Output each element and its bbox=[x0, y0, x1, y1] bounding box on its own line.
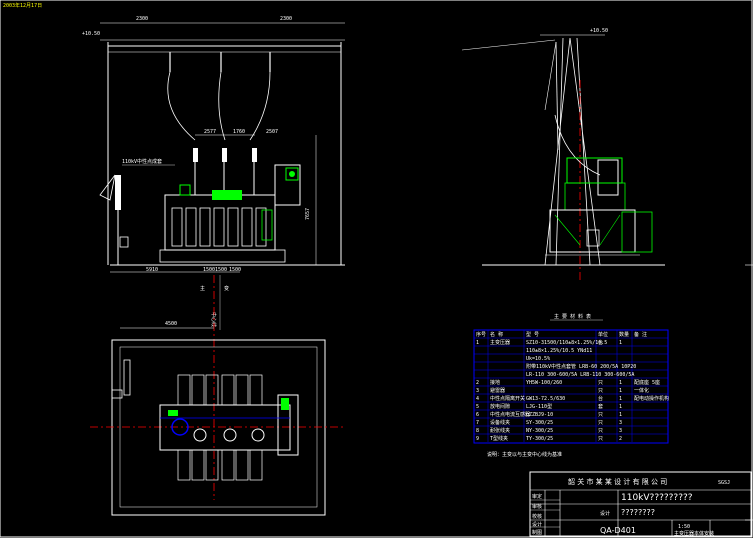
table-cell: 1 bbox=[619, 340, 622, 346]
table-cell: 设备线夹 bbox=[490, 419, 510, 426]
table-header-cell: 型 号 bbox=[526, 331, 539, 338]
table-header-cell: 名 称 bbox=[490, 331, 503, 338]
axis-label-1: 主 bbox=[200, 285, 205, 292]
table-header-cell: 数量 bbox=[619, 331, 629, 338]
table-cell: 5 bbox=[476, 404, 479, 410]
dim-top-2: 2300 bbox=[280, 16, 292, 22]
dim-side: 7657 bbox=[305, 208, 311, 220]
dim-phase-1: 2577 bbox=[204, 129, 216, 135]
left-elevation-view: 2300 2300 +10.50 2577 1760 2507 bbox=[82, 16, 345, 273]
table-cell: 中性点隔离开关 bbox=[490, 395, 525, 402]
dim-phase-2: 1760 bbox=[233, 129, 245, 135]
title-sub-label: 设计 bbox=[600, 510, 610, 517]
table-cell: 只 bbox=[598, 388, 603, 394]
table-cell: GW13-72.5/630 bbox=[526, 396, 565, 402]
table-cell: 1 bbox=[619, 388, 622, 394]
table-cell: 放电间隙 bbox=[490, 403, 510, 410]
table-cell: 4 bbox=[476, 396, 479, 402]
table-header-cell: 序号 bbox=[476, 331, 486, 338]
title-row-label-4: 制图 bbox=[532, 529, 542, 536]
plan-view: 4500 bbox=[90, 321, 345, 516]
table-cell: LJG-110型 bbox=[526, 403, 552, 410]
table-header-cell: 单位 bbox=[598, 331, 608, 338]
dim-bottom-2: 1500 bbox=[203, 267, 215, 273]
title-code: SGSJ bbox=[718, 480, 730, 486]
table-cell: 套 bbox=[598, 403, 603, 410]
table-cell: 1 bbox=[619, 396, 622, 402]
table-cell: 只 bbox=[598, 428, 603, 434]
table-cell: 1 bbox=[476, 340, 479, 346]
dim-plan: 4500 bbox=[165, 321, 177, 327]
table-cell: 7 bbox=[476, 420, 479, 426]
table-cell: 只 bbox=[598, 436, 603, 442]
axis-label-3: 中心线 bbox=[210, 312, 217, 327]
elev-right: +10.50 bbox=[590, 28, 608, 34]
table-cell: 3 bbox=[619, 428, 622, 434]
table-cell: 8 bbox=[476, 428, 479, 434]
table-cell: 1 bbox=[619, 404, 622, 410]
table-cell: 中性点电流互感器 bbox=[490, 411, 530, 418]
table-cell: 只 bbox=[598, 420, 603, 426]
table-cell: 耐张线夹 bbox=[490, 427, 510, 434]
table-cell: 避雷器 bbox=[490, 387, 505, 394]
table-cell: T型线夹 bbox=[490, 435, 508, 442]
table-title: 主 要 材 料 表 bbox=[554, 313, 591, 320]
table-cell: 6 bbox=[476, 412, 479, 418]
material-table: 主 要 材 料 表 序号名 称 型 号 单位 数量备 注 1 主变压器 SZ10-31500… bbox=[473, 313, 669, 458]
axis-label-2: 变 bbox=[224, 285, 229, 292]
table-cell: 1 bbox=[619, 380, 622, 386]
table-cell: SZ10-31500/110±8×1.25%/10.5 bbox=[526, 340, 607, 346]
table-cell: Uk=10.5% bbox=[526, 356, 550, 362]
table-cell: 2 bbox=[476, 380, 479, 386]
table-cell: 台 bbox=[598, 395, 603, 402]
title-scale: 1:50 bbox=[678, 524, 690, 530]
date-stamp: 2003年12月17日 bbox=[3, 2, 42, 9]
dim-phase-3: 2507 bbox=[266, 129, 278, 135]
title-row-label-3: 设计 bbox=[532, 521, 542, 528]
table-cell: 1 bbox=[619, 412, 622, 418]
title-row-label-1: 审核 bbox=[532, 503, 542, 510]
dim-bottom-1: 5910 bbox=[146, 267, 158, 273]
table-cell: 接地 bbox=[490, 379, 500, 386]
table-cell: NY-300/25 bbox=[526, 428, 553, 434]
dim-bottom-3: 1500 bbox=[215, 267, 227, 273]
right-elevation-view: +10.50 bbox=[461, 28, 665, 280]
table-cell: TY-300/25 bbox=[526, 436, 553, 442]
table-cell: 主变压器 bbox=[490, 339, 510, 346]
table-cell: YH5W-100/260 bbox=[526, 380, 562, 386]
title-block: 韶 关 市 某 某 设 计 有 限 公 司 SGSJ 110kV????????… bbox=[529, 471, 752, 537]
title-drawing: ???????? bbox=[621, 508, 655, 517]
table-note: 说明：主变以与主变中心线为基准 bbox=[487, 451, 562, 458]
table-cell: 附带110kV中性点套管 LRB-60 200/5A 10P20 bbox=[526, 363, 636, 370]
table-cell: 配底座 5座 bbox=[634, 379, 660, 386]
title-company: 韶 关 市 某 某 设 计 有 限 公 司 bbox=[568, 477, 667, 486]
label-neutral-box: 110kV中性点成套 bbox=[122, 158, 162, 165]
table-cell: 110±8×1.25%/10.5 YNd11 bbox=[526, 348, 592, 354]
title-drawing-no: QA-D401 bbox=[600, 526, 636, 535]
table-cell: 3 bbox=[619, 420, 622, 426]
dim-bottom-4: 1500 bbox=[229, 267, 241, 273]
table-cell: 只 bbox=[598, 380, 603, 386]
table-cell: 台 bbox=[598, 339, 603, 346]
table-cell: SY-300/25 bbox=[526, 420, 553, 426]
title-project: 110kV????????? bbox=[621, 493, 693, 503]
table-cell: 9 bbox=[476, 436, 479, 442]
table-cell: LR-110 300-600/5A LRB-110 300-600/5A bbox=[526, 372, 634, 378]
title-sheet-note: 主变压器本体安装 bbox=[674, 530, 714, 537]
table-cell: 一体化 bbox=[634, 387, 649, 394]
table-cell: 配电动操作机构 bbox=[634, 395, 669, 402]
dim-top-1: 2300 bbox=[136, 16, 148, 22]
elev-left: +10.50 bbox=[82, 31, 100, 37]
table-header-cell: 备 注 bbox=[634, 331, 647, 338]
table-cell: 2 bbox=[619, 436, 622, 442]
title-row-label-0: 审定 bbox=[532, 493, 542, 500]
table-cell: 3 bbox=[476, 388, 479, 394]
title-row-label-2: 校核 bbox=[532, 513, 542, 520]
table-cell: LZZBJ9-10 bbox=[526, 412, 553, 418]
table-cell: 只 bbox=[598, 412, 603, 418]
